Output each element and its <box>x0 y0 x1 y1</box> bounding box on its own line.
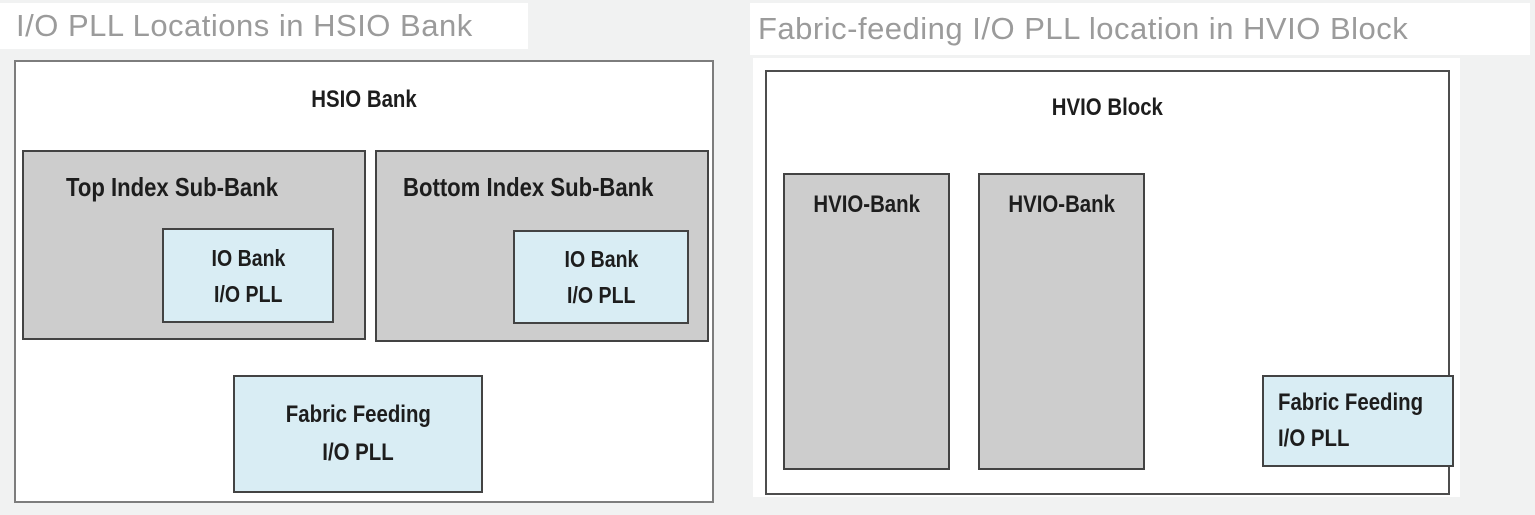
hvio-bank-1: HVIO-Bank <box>783 173 950 470</box>
io-bank-pll-bottom: IO Bank I/O PLL <box>513 230 689 324</box>
hvio-block-panel: HVIO Block HVIO-Bank HVIO-Bank Fabric Fe… <box>753 58 1460 497</box>
left-figure-title-strip: I/O PLL Locations in HSIO Bank <box>0 3 528 49</box>
left-figure-title: I/O PLL Locations in HSIO Bank <box>16 8 473 43</box>
hvio-bank-1-label: HVIO-Bank <box>813 191 920 218</box>
right-figure-title-strip: Fabric-feeding I/O PLL location in HVIO … <box>750 3 1530 55</box>
bottom-index-sub-bank-label: Bottom Index Sub-Bank <box>403 172 654 202</box>
io-bank-pll-top: IO Bank I/O PLL <box>162 228 334 323</box>
top-index-sub-bank: Top Index Sub-Bank IO Bank I/O PLL <box>22 150 366 340</box>
bottom-index-sub-bank: Bottom Index Sub-Bank IO Bank I/O PLL <box>375 150 709 342</box>
hvio-bank-2: HVIO-Bank <box>978 173 1145 470</box>
top-index-sub-bank-label: Top Index Sub-Bank <box>66 172 279 202</box>
hsio-bank-panel: HSIO Bank Top Index Sub-Bank IO Bank I/O… <box>14 60 714 503</box>
hvio-bank-2-label: HVIO-Bank <box>1008 191 1115 218</box>
hvio-block-label: HVIO Block <box>1051 94 1164 121</box>
hsio-bank-label: HSIO Bank <box>311 86 417 113</box>
fabric-feeding-pll-left: Fabric Feeding I/O PLL <box>233 375 483 493</box>
hvio-block-box: HVIO Block HVIO-Bank HVIO-Bank Fabric Fe… <box>765 70 1454 495</box>
fabric-feeding-pll-right: Fabric Feeding I/O PLL <box>1262 375 1454 467</box>
right-figure-title: Fabric-feeding I/O PLL location in HVIO … <box>758 11 1409 46</box>
